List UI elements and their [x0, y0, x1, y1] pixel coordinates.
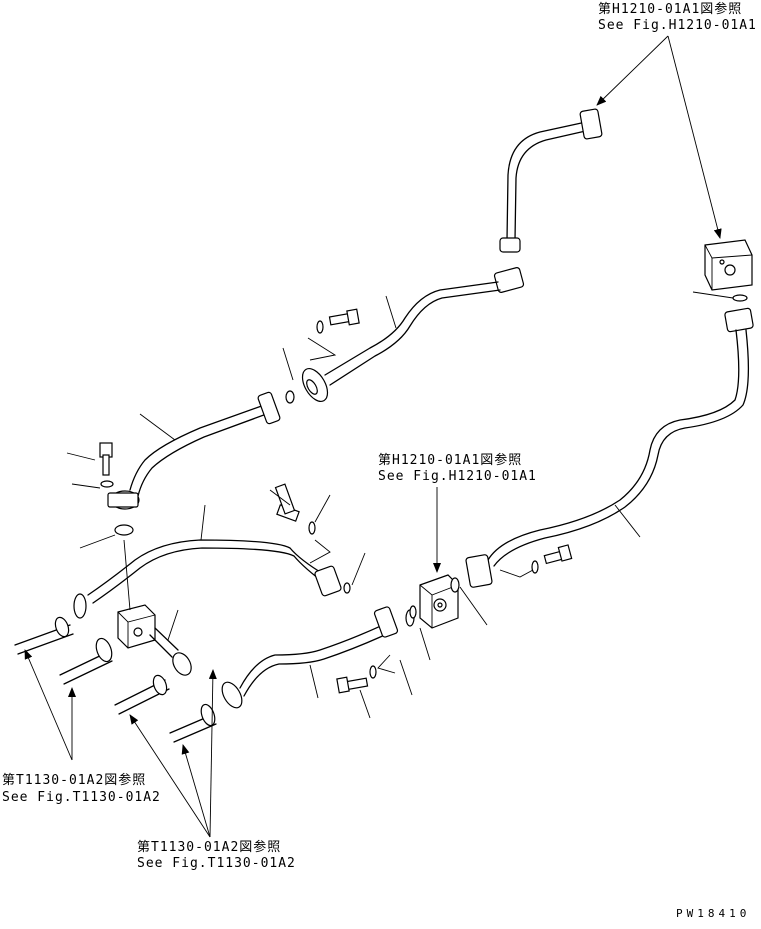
left-tee-block	[117, 604, 192, 676]
o-ring-center	[409, 605, 417, 619]
rod-left-lower	[114, 674, 170, 715]
rod-center-lower	[169, 703, 217, 743]
left-upper-pipe	[107, 391, 281, 510]
drawing-code: PW18410	[676, 907, 751, 920]
bolt-set-right	[499, 544, 573, 578]
bolt-set-lower	[336, 654, 396, 694]
bolt-set-middle	[274, 483, 331, 564]
reference-arrows	[24, 35, 722, 838]
valve-block-center	[405, 574, 460, 629]
upper-long-pipe	[285, 281, 501, 404]
rod-left-middle	[59, 637, 113, 685]
callout-bottom-left-jp: 第T1130-01A2図参照	[2, 773, 147, 788]
callout-top-right-jp: 第H1210-01A1図参照	[598, 2, 743, 17]
callout-center-en: See Fig.H1210-01A1	[378, 469, 537, 484]
right-long-pipe	[465, 307, 754, 588]
bolt-set-upper	[307, 308, 360, 361]
callout-center-jp: 第H1210-01A1図参照	[378, 453, 523, 468]
callout-bottom-center-jp: 第T1130-01A2図参照	[137, 840, 282, 855]
upper-bent-pipe	[493, 108, 603, 293]
bolt-left	[99, 442, 114, 488]
o-ring-left	[114, 524, 134, 536]
callout-top-right-en: See Fig.H1210-01A1	[598, 18, 757, 33]
leader-lines	[66, 291, 734, 719]
callout-bottom-left-en: See Fig.T1130-01A2	[2, 790, 161, 805]
valve-block-right	[704, 239, 753, 302]
middle-left-pipe	[73, 539, 351, 619]
rod-left-upper	[14, 616, 74, 655]
lower-pipe	[221, 606, 399, 709]
callout-bottom-center-en: See Fig.T1130-01A2	[137, 856, 296, 871]
